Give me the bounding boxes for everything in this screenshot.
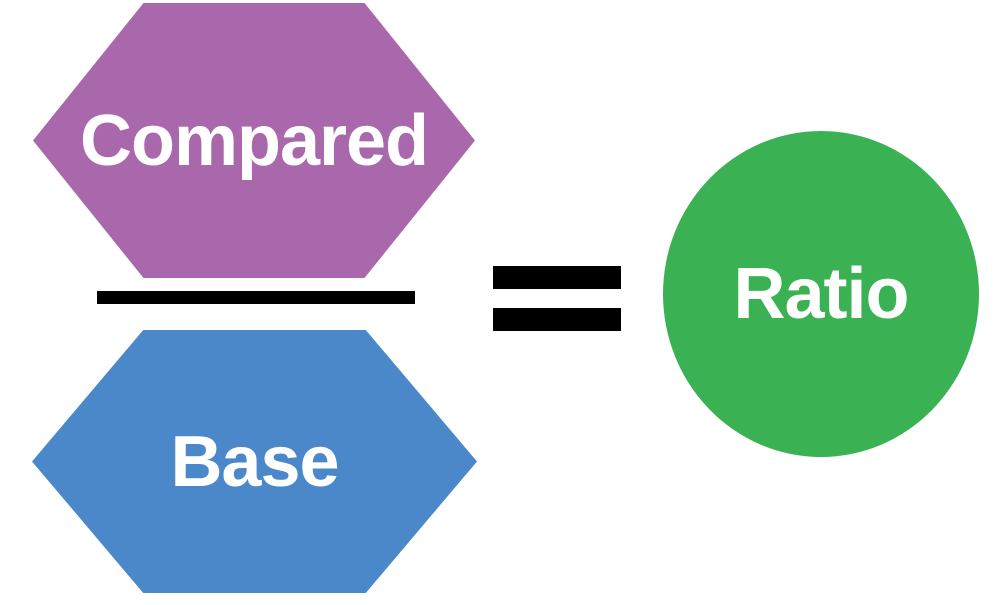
compared-hexagon: Compared xyxy=(33,3,475,278)
compared-label: Compared xyxy=(79,100,429,181)
base-label: Base xyxy=(170,421,339,502)
ratio-circle: Ratio xyxy=(663,131,979,457)
equals-top-bar xyxy=(493,266,621,289)
equals-bottom-bar xyxy=(493,308,621,331)
ratio-label: Ratio xyxy=(733,254,910,334)
base-hexagon: Base xyxy=(32,330,477,593)
fraction-bar xyxy=(97,291,415,304)
equals-icon xyxy=(493,266,621,331)
